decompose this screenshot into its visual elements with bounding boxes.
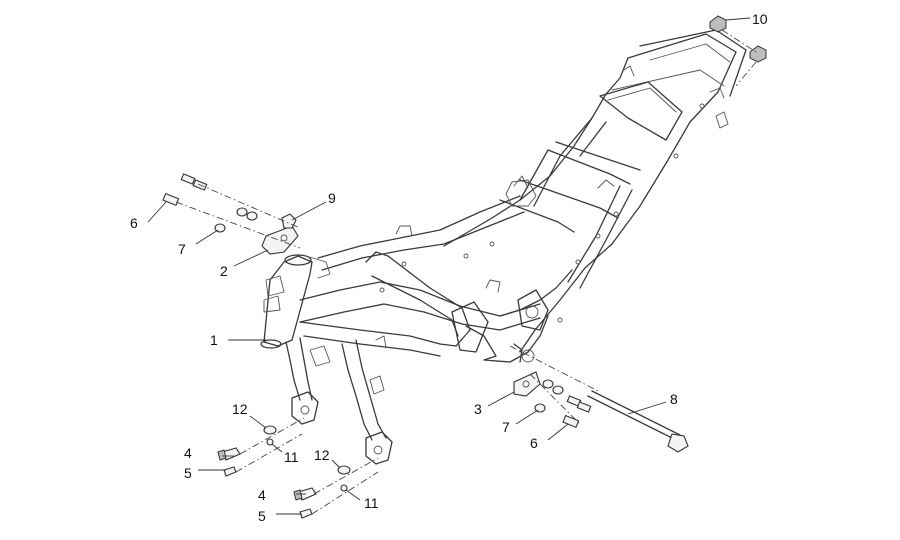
callout-4-lower: 4 <box>258 487 266 503</box>
callout-6-upper: 6 <box>130 215 138 231</box>
callout-8: 8 <box>670 391 678 407</box>
bolt-part-6-top <box>162 173 208 207</box>
callout-6-lower: 6 <box>530 435 538 451</box>
callout-labels: 1 2 3 4 4 5 5 6 6 7 7 8 9 10 11 11 12 12 <box>130 11 768 524</box>
callout-5-lower: 5 <box>258 508 266 524</box>
assembly-center-lines <box>175 29 757 515</box>
callout-12-upper: 12 <box>232 401 248 417</box>
washer-part-7-top <box>214 207 258 233</box>
callout-3: 3 <box>474 401 482 417</box>
bolt-part-4 <box>217 447 317 501</box>
callout-2: 2 <box>220 263 228 279</box>
washer-part-7-lower <box>534 379 564 413</box>
callout-12-lower: 12 <box>314 447 330 463</box>
callout-4-upper: 4 <box>184 445 192 461</box>
leader-lines <box>147 17 751 515</box>
nut-part-11 <box>266 438 348 492</box>
long-bolt-part-8 <box>587 390 689 453</box>
bolt-part-6-lower <box>562 395 592 429</box>
callout-11-lower: 11 <box>364 495 379 511</box>
washer-part-12 <box>263 425 351 475</box>
motorcycle-frame <box>260 29 747 465</box>
bracket-part-3 <box>513 371 541 397</box>
callout-7-upper: 7 <box>178 241 186 257</box>
callout-9: 9 <box>328 190 336 206</box>
callout-11-upper: 11 <box>284 449 299 465</box>
callout-7-lower: 7 <box>502 419 510 435</box>
callout-5-upper: 5 <box>184 465 192 481</box>
grommet-part-10 <box>709 15 767 63</box>
callout-10: 10 <box>752 11 768 27</box>
callout-1: 1 <box>210 332 218 348</box>
